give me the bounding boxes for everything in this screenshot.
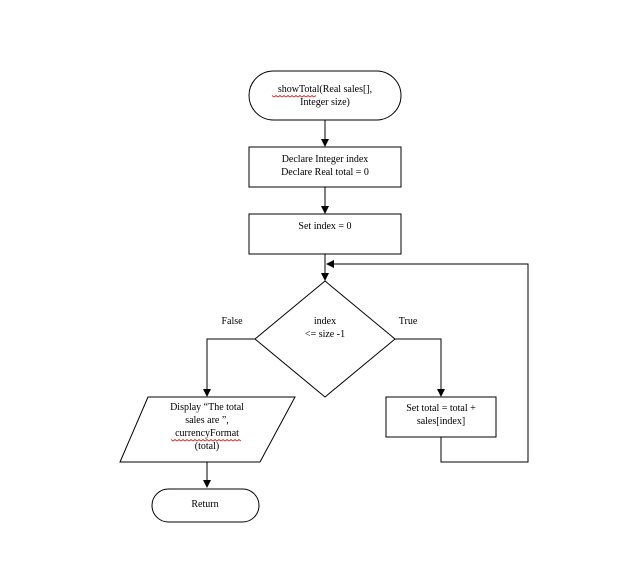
edge-decision-false-to-display	[203, 338, 255, 397]
accumulate-line2: sales[index]	[417, 416, 465, 427]
start-terminal-line2: Integer size)	[300, 97, 350, 108]
accumulate-process: Set total = total + sales[index]	[385, 396, 497, 438]
edge-loop-back-to-decision	[326, 260, 529, 463]
set-index-process-shape	[248, 213, 402, 255]
false-branch-label: False	[221, 316, 243, 327]
decision-line1: index	[314, 316, 336, 327]
loop-decision: index <= size -1	[254, 280, 396, 398]
declare-line1: Declare Integer index	[282, 154, 369, 165]
display-line2: sales are ”,	[185, 415, 229, 426]
display-output-shape	[119, 396, 296, 463]
return-terminal-shape	[151, 488, 260, 523]
start-function-name: showTotal	[278, 84, 320, 95]
edge-decision-true-to-accumulate	[395, 338, 445, 397]
start-terminal-shape	[248, 70, 402, 121]
start-parameters-1: (Real sales[],	[319, 84, 372, 95]
loop-decision-shape	[254, 280, 396, 398]
declare-process: Declare Integer index Declare Real total…	[248, 146, 402, 188]
display-line1: Display “The total	[170, 402, 244, 413]
set-index-line1: Set index = 0	[298, 221, 351, 232]
decision-line2: <= size -1	[305, 329, 345, 340]
set-index-process: Set index = 0	[248, 213, 402, 255]
spellcheck-underline-start	[271, 95, 317, 98]
declare-line2: Declare Real total = 0	[281, 167, 369, 178]
return-label: Return	[191, 499, 218, 510]
spellcheck-underline-display	[170, 439, 242, 442]
accumulate-process-shape	[385, 396, 497, 438]
start-terminal: showTotal(Real sales[], Integer size)	[248, 70, 402, 121]
display-line3: currencyFormat	[175, 428, 239, 439]
true-branch-label: True	[399, 316, 418, 327]
declare-process-shape	[248, 146, 402, 188]
return-terminal: Return	[151, 488, 260, 523]
accumulate-line1: Set total = total +	[406, 403, 476, 414]
start-terminal-line1: showTotal(Real sales[],	[278, 84, 372, 95]
display-line4: (total)	[195, 441, 219, 452]
display-output: Display “The total sales are ”, currency…	[119, 396, 296, 463]
